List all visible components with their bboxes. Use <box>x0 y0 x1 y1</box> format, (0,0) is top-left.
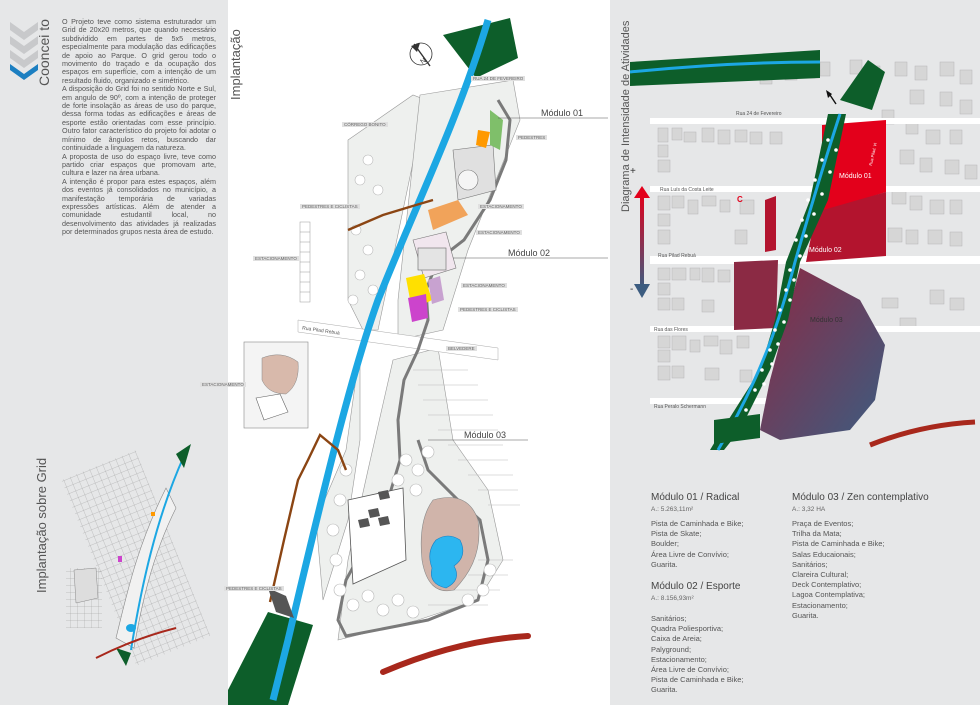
implantacao-panel: Implantação <box>200 0 610 705</box>
list-item: Estacionamento; <box>651 654 707 664</box>
list-item: Guarita. <box>651 685 678 695</box>
map-label-estacionamento: ESTACIONAMENTO <box>461 283 507 288</box>
concept-panel: Cooncei to O Projeto teve como sistema e… <box>0 0 228 705</box>
map-label-estacionamento: ESTACIONAMENTO <box>478 204 524 209</box>
module-01-area: A.: 5.263,11m² <box>651 506 694 513</box>
map-label-estacionamento: ESTACIONAMENTO <box>200 382 246 387</box>
street-label-rua24: Rua 24 de Fevereiro <box>736 111 782 117</box>
intensity-plus: + <box>630 166 636 177</box>
list-item: Lagoa Contemplativa; <box>792 590 865 600</box>
map-label-pedestres: PEDESTRES <box>516 135 548 140</box>
concept-paragraph: O Projeto teve como sistema estruturador… <box>62 17 216 85</box>
module-01-list: Pista de Caminhada e Bike; Pista de Skat… <box>651 519 744 570</box>
street-label-costa: Rua Luís da Costa Leite <box>660 187 714 193</box>
module-03-list: Praça de Eventos; Trilha da Mata; Pista … <box>792 519 885 621</box>
module-03-title: Módulo 03 / Zen contemplativo <box>792 492 929 503</box>
map-label-estacionamento: ESTACIONAMENTO <box>253 256 299 261</box>
site-plan <box>228 18 608 705</box>
diagram-module-03: Módulo 03 <box>810 317 843 324</box>
street-label-pilad: Rua Pilad Rebuá <box>658 253 696 259</box>
list-item: Pista de Caminhada e Bike; <box>792 539 885 549</box>
map-label-pedestres-ciclistas: PEDESTRES E CICLISTAS <box>224 586 284 591</box>
concept-text: O Projeto teve como sistema estruturador… <box>62 17 216 237</box>
grid-plan-thumbnail <box>61 444 211 666</box>
list-item: Clareira Cultural; <box>792 570 849 580</box>
module-01-title: Módulo 01 / Radical <box>651 492 740 503</box>
street-label-flores: Rua das Flores <box>654 327 688 333</box>
list-item: Sanitários; <box>792 559 828 569</box>
concept-paragraph: A disposição do Grid foi no sentido Nort… <box>62 84 216 153</box>
list-item: Caixa de Areia; <box>651 634 702 644</box>
module-02-title: Módulo 02 / Esporte <box>651 581 741 592</box>
activity-intensity-map <box>629 50 980 451</box>
diagram-panel: Diagrama de Intensidade de Atividades <box>610 0 980 705</box>
list-item: Salas Educaionais; <box>792 549 856 559</box>
intensity-minus: - <box>630 284 634 295</box>
street-label-peralo: Rua Peralo Schermann <box>654 404 706 410</box>
list-item: Sanitários; <box>651 614 687 623</box>
module-01-label: Módulo 01 <box>541 108 584 118</box>
list-item: Pista de Skate; <box>651 529 702 539</box>
marker-c: C <box>737 195 743 204</box>
concept-title: Cooncei to <box>36 19 52 86</box>
map-label-belvedere: BELVEDERE <box>446 346 477 351</box>
map-label-estacionamento: ESTACIONAMENTO <box>476 230 522 235</box>
list-item: Guarita. <box>651 559 678 569</box>
list-item: Praça de Eventos; <box>792 519 854 528</box>
diagram-module-01: Módulo 01 <box>839 173 872 180</box>
list-item: Boulder; <box>651 539 679 549</box>
map-label-rua24: RUA 24 DE FEVEREIRO <box>471 76 526 81</box>
module-02-label: Módulo 02 <box>508 248 551 258</box>
list-item: Deck Contemplativo; <box>792 580 862 590</box>
list-item: Trilha da Mata; <box>792 529 842 539</box>
map-label-corrego: CÓRREGO BONITO <box>342 122 388 127</box>
concept-paragraph: A proposta de uso do espaço livre, teve … <box>62 151 216 178</box>
list-item: Área Livre de Convívio; <box>651 549 729 559</box>
module-03-area: A.: 3,32 HA <box>792 506 826 513</box>
list-item: Pista de Caminhada e Bike; <box>651 519 744 528</box>
list-item: Palyground; <box>651 644 692 654</box>
concept-paragraph: A intenção é propor para estes espaços, … <box>62 176 216 237</box>
grid-title: Implantação sobre Grid <box>34 457 49 593</box>
module-02-list: Sanitários; Quadra Poliesportiva; Caixa … <box>651 614 744 696</box>
map-label-pedestres-ciclistas: PEDESTRES E CICLISTAS <box>300 204 360 209</box>
list-item: Estacionamento; <box>792 600 848 610</box>
module-03-label: Módulo 03 <box>464 430 507 440</box>
logo-icon <box>10 22 38 80</box>
list-item: Área Livre de Convívio; <box>651 665 729 675</box>
module-02-area: A.: 8.156,93m² <box>651 595 694 602</box>
list-item: Quadra Poliesportiva; <box>651 624 724 634</box>
list-item: Pista de Caminhada e Bike; <box>651 675 744 685</box>
map-label-pedestres-ciclistas: PEDESTRES E CICLISTAS <box>458 307 518 312</box>
list-item: Guarita. <box>792 610 819 620</box>
diagram-module-02: Módulo 02 <box>809 247 842 254</box>
